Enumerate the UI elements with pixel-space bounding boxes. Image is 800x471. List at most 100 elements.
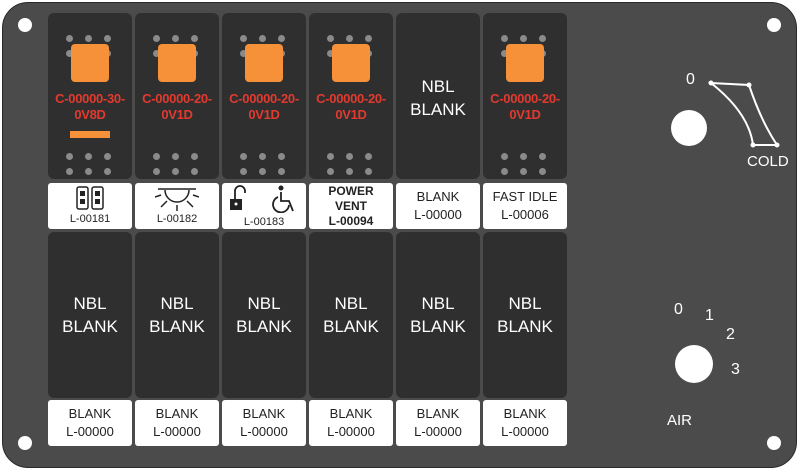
indicator-dot: [172, 153, 179, 160]
indicator-dot: [539, 168, 546, 175]
mounting-hole-bottom-right: [767, 436, 781, 450]
legend-label-bottom-1: BLANK L-00000: [48, 400, 132, 446]
indicator-dot: [278, 153, 285, 160]
switch-top-4[interactable]: C-00000-20- 0V1D: [309, 13, 393, 179]
indicator-dot: [501, 168, 508, 175]
temp-cold-arc: [707, 80, 780, 148]
indicator-dot: [539, 153, 546, 160]
indicator-dots: [240, 153, 285, 175]
led-indicator: [71, 44, 109, 82]
temp-zero-label: 0: [686, 71, 695, 88]
switch-bottom-6[interactable]: NBL BLANK: [483, 232, 567, 398]
temp-cold-label: COLD: [747, 153, 789, 170]
indicator-dot: [191, 153, 198, 160]
switch-code: C-00000-30- 0V8D: [55, 91, 125, 122]
switch-top-5[interactable]: NBL BLANK: [396, 13, 480, 179]
indicator-dot: [327, 168, 334, 175]
switch-bottom-3[interactable]: NBL BLANK: [222, 232, 306, 398]
indicator-dot: [240, 50, 247, 57]
nbl-blank-text: NBL BLANK: [497, 294, 553, 336]
indicator-dot: [327, 35, 334, 42]
switch-bottom-5[interactable]: NBL BLANK: [396, 232, 480, 398]
legend-label-bottom-3: BLANK L-00000: [222, 400, 306, 446]
indicator-dot: [346, 168, 353, 175]
indicator-dot: [346, 153, 353, 160]
label-text: BLANK: [503, 406, 547, 421]
indicator-dot: [240, 168, 247, 175]
label-text: BLANK: [242, 406, 286, 421]
indicator-dot: [153, 168, 160, 175]
nbl-blank-text: NBL BLANK: [323, 294, 379, 336]
led-bar: [70, 131, 110, 138]
switch-top-3[interactable]: C-00000-20- 0V1D: [222, 13, 306, 179]
label-part-number: L-00000: [153, 424, 201, 439]
air-pos-3: 3: [731, 361, 740, 378]
indicator-dot: [501, 153, 508, 160]
switch-top-2[interactable]: C-00000-20- 0V1D: [135, 13, 219, 179]
indicator-dot: [240, 153, 247, 160]
legend-label-bottom-2: BLANK L-00000: [135, 400, 219, 446]
label-part-number: L-00000: [66, 424, 114, 439]
label-part-number: L-00182: [156, 213, 198, 225]
indicator-dot: [66, 35, 73, 42]
switch-bottom-4[interactable]: NBL BLANK: [309, 232, 393, 398]
label-text: BLANK: [329, 406, 373, 421]
indicator-dot: [104, 35, 111, 42]
indicator-dots: [153, 153, 198, 175]
label-part-number: L-00006: [501, 207, 549, 222]
indicator-dot: [520, 168, 527, 175]
indicator-dot: [153, 35, 160, 42]
label-part-number: L-00000: [240, 424, 288, 439]
indicator-dot: [365, 153, 372, 160]
indicator-dot: [191, 168, 198, 175]
indicator-dot: [153, 153, 160, 160]
label-part-number: L-00000: [327, 424, 375, 439]
label-part-number: L-00000: [414, 207, 462, 222]
legend-label-top-5: BLANK L-00000: [396, 183, 480, 229]
indicator-dot: [104, 153, 111, 160]
label-text: POWER VENT: [328, 184, 374, 213]
indicator-dot: [191, 35, 198, 42]
indicator-dot: [85, 168, 92, 175]
air-knob[interactable]: [675, 345, 713, 383]
led-indicator: [158, 44, 196, 82]
label-text: BLANK: [416, 189, 460, 204]
indicator-dot: [539, 35, 546, 42]
temp-knob[interactable]: [671, 110, 707, 146]
indicator-dot: [520, 153, 527, 160]
indicator-dot: [85, 35, 92, 42]
indicator-dot: [365, 35, 372, 42]
switch-top-6[interactable]: C-00000-20- 0V1D: [483, 13, 567, 179]
indicator-dot: [501, 50, 508, 57]
switch-code: C-00000-20- 0V1D: [229, 91, 299, 122]
air-pos-1: 1: [705, 307, 714, 324]
switch-bottom-1[interactable]: NBL BLANK: [48, 232, 132, 398]
switch-top-1[interactable]: C-00000-30- 0V8D: [48, 13, 132, 179]
legend-label-bottom-4: BLANK L-00000: [309, 400, 393, 446]
indicator-dot: [240, 35, 247, 42]
legend-label-top-1: L-00181: [48, 183, 132, 229]
indicator-dot: [66, 168, 73, 175]
label-text: BLANK: [416, 406, 460, 421]
indicator-dot: [259, 153, 266, 160]
indicator-dot: [66, 153, 73, 160]
label-part-number: L-00181: [69, 213, 111, 225]
legend-label-top-3: L-00183: [222, 183, 306, 229]
indicator-dot: [85, 153, 92, 160]
air-label: AIR: [667, 412, 693, 429]
indicator-dot: [153, 50, 160, 57]
indicator-dots: [66, 153, 111, 175]
nbl-blank-text: NBL BLANK: [410, 77, 466, 119]
label-text: BLANK: [155, 406, 199, 421]
indicator-dot: [327, 153, 334, 160]
switch-bottom-2[interactable]: NBL BLANK: [135, 232, 219, 398]
indicator-dot: [66, 50, 73, 57]
led-indicator: [332, 44, 370, 82]
label-text: BLANK: [68, 406, 112, 421]
led-indicator: [506, 44, 544, 82]
switch-code: C-00000-20- 0V1D: [490, 91, 560, 122]
